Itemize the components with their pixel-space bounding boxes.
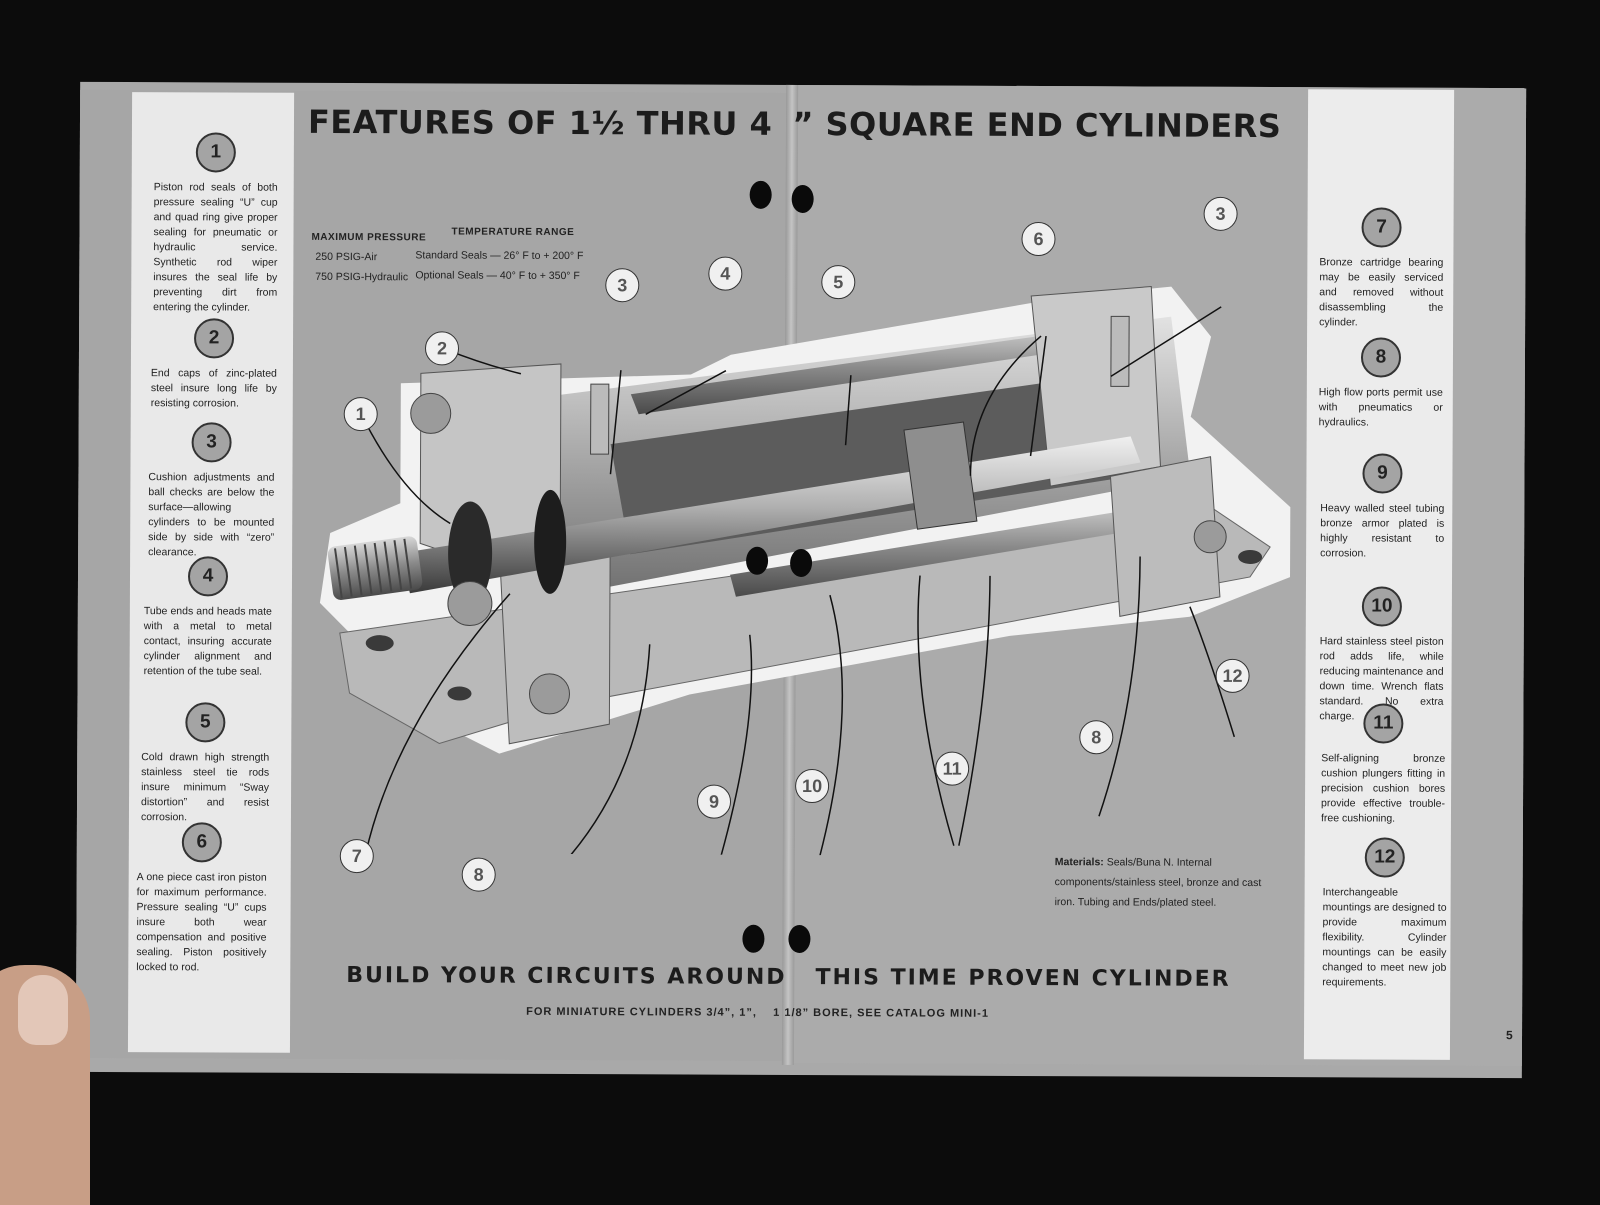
callout-6: 6 bbox=[1021, 221, 1056, 257]
binder-hole bbox=[746, 546, 769, 575]
left-feature-column: 1 Piston rod seals of both pressure seal… bbox=[127, 92, 295, 1053]
feature-number: 5 bbox=[185, 702, 226, 743]
feature-number: 2 bbox=[193, 318, 235, 359]
temp-standard: Standard Seals — 26° F to + 200° F bbox=[415, 249, 584, 263]
feature-text: End caps of zinc-plated steel insure lon… bbox=[150, 367, 277, 410]
callout-3b: 3 bbox=[1203, 196, 1238, 231]
feature-8: 8 High flow ports permit use with pneuma… bbox=[1319, 337, 1443, 431]
page-title: FEATURES OF 1½ THRU 4 ” SQUARE END CYLIND… bbox=[308, 103, 1318, 145]
callout-10: 10 bbox=[795, 768, 830, 804]
build-right: THIS TIME PROVEN CYLINDER bbox=[815, 965, 1231, 992]
feature-1: 1 Piston rod seals of both pressure seal… bbox=[153, 132, 278, 316]
mini-left: FOR MINIATURE CYLINDERS 3/4”, 1”, bbox=[526, 1005, 757, 1019]
cylinder-cutaway-illustration bbox=[319, 285, 1291, 858]
feature-number: 11 bbox=[1363, 703, 1404, 744]
callout-8: 8 bbox=[461, 857, 496, 892]
callout-3: 3 bbox=[605, 268, 640, 303]
feature-text: Tube ends and heads mate with a metal to… bbox=[143, 605, 272, 678]
feature-text: Cushion adjustments and ball checks are … bbox=[148, 471, 275, 559]
feature-text: A one piece cast iron piston for maximum… bbox=[136, 871, 267, 974]
feature-number: 7 bbox=[1361, 207, 1402, 248]
right-feature-column: 7 Bronze cartridge bearing may be easily… bbox=[1303, 89, 1455, 1060]
callout-1: 1 bbox=[343, 397, 378, 432]
callout-7: 7 bbox=[339, 838, 374, 874]
feature-text: Self-aligning bronze cushion plungers fi… bbox=[1320, 752, 1446, 825]
temp-range-header: TEMPERATURE RANGE bbox=[451, 226, 575, 239]
feature-number: 3 bbox=[191, 422, 232, 463]
materials-note: Materials: Seals/Buna N. Internal compon… bbox=[1055, 852, 1275, 913]
feature-number: 6 bbox=[181, 822, 222, 863]
build-left: BUILD YOUR CIRCUITS AROUND bbox=[346, 963, 787, 990]
feature-9: 9 Heavy walled steel tubing bronze armor… bbox=[1320, 453, 1444, 562]
binder-hole bbox=[791, 184, 814, 214]
feature-text: Heavy walled steel tubing bronze armor p… bbox=[1320, 502, 1445, 560]
feature-number: 12 bbox=[1364, 837, 1405, 878]
binder-hole bbox=[788, 924, 811, 954]
feature-12: 12 Interchangeable mountings are designe… bbox=[1322, 837, 1447, 991]
feature-number: 8 bbox=[1360, 337, 1402, 378]
feature-text: High flow ports permit use with pneumati… bbox=[1318, 386, 1443, 429]
feature-7: 7 Bronze cartridge bearing may be easily… bbox=[1319, 207, 1444, 331]
thumbnail bbox=[18, 975, 68, 1045]
title-part-1: FEATURES OF 1½ THRU 4 bbox=[307, 102, 773, 143]
mini-right: 1 1/8” BORE, SEE CATALOG MINI-1 bbox=[773, 1006, 989, 1020]
feature-2: 2 End caps of zinc-plated steel insure l… bbox=[151, 318, 277, 412]
callout-11: 11 bbox=[935, 751, 970, 786]
callout-2: 2 bbox=[424, 331, 460, 366]
callout-5: 5 bbox=[821, 265, 856, 300]
feature-text: Piston rod seals of both pressure sealin… bbox=[153, 181, 278, 314]
miniature-note: FOR MINIATURE CYLINDERS 3/4”, 1”, 1 1/8”… bbox=[526, 1006, 989, 1020]
feature-number: 9 bbox=[1362, 453, 1403, 494]
page-number: 5 bbox=[1505, 1028, 1513, 1043]
feature-4: 4 Tube ends and heads mate with a metal … bbox=[144, 556, 273, 680]
feature-number: 1 bbox=[195, 132, 236, 173]
pressure-air: 250 PSIG-Air bbox=[315, 250, 378, 264]
feature-number: 10 bbox=[1361, 586, 1402, 627]
title-part-2: ” SQUARE END CYLINDERS bbox=[792, 104, 1282, 146]
feature-text: Cold drawn high strength stainless steel… bbox=[140, 751, 270, 824]
binder-hole bbox=[790, 548, 813, 578]
materials-label: Materials: bbox=[1054, 856, 1104, 869]
feature-3: 3 Cushion adjustments and ball checks ar… bbox=[148, 422, 275, 561]
max-pressure-header: MAXIMUM PRESSURE bbox=[311, 231, 427, 244]
feature-text: Interchangeable mountings are designed t… bbox=[1322, 886, 1447, 989]
feature-6: 6 A one piece cast iron piston for maxim… bbox=[136, 822, 267, 976]
binder-hole bbox=[742, 924, 765, 953]
callout-9: 9 bbox=[696, 784, 732, 819]
feature-number: 4 bbox=[187, 556, 229, 597]
callout-4: 4 bbox=[708, 256, 743, 291]
callout-8b: 8 bbox=[1079, 720, 1114, 755]
feature-5: 5 Cold drawn high strength stainless ste… bbox=[141, 702, 270, 826]
callout-12: 12 bbox=[1215, 658, 1250, 693]
build-headline: BUILD YOUR CIRCUITS AROUND THIS TIME PRO… bbox=[346, 963, 1230, 992]
feature-text: Bronze cartridge bearing may be easily s… bbox=[1319, 256, 1444, 329]
feature-11: 11 Self-aligning bronze cushion plungers… bbox=[1321, 703, 1446, 827]
brochure-spread: 1 Piston rod seals of both pressure seal… bbox=[75, 81, 1527, 1079]
binder-hole bbox=[749, 180, 772, 209]
